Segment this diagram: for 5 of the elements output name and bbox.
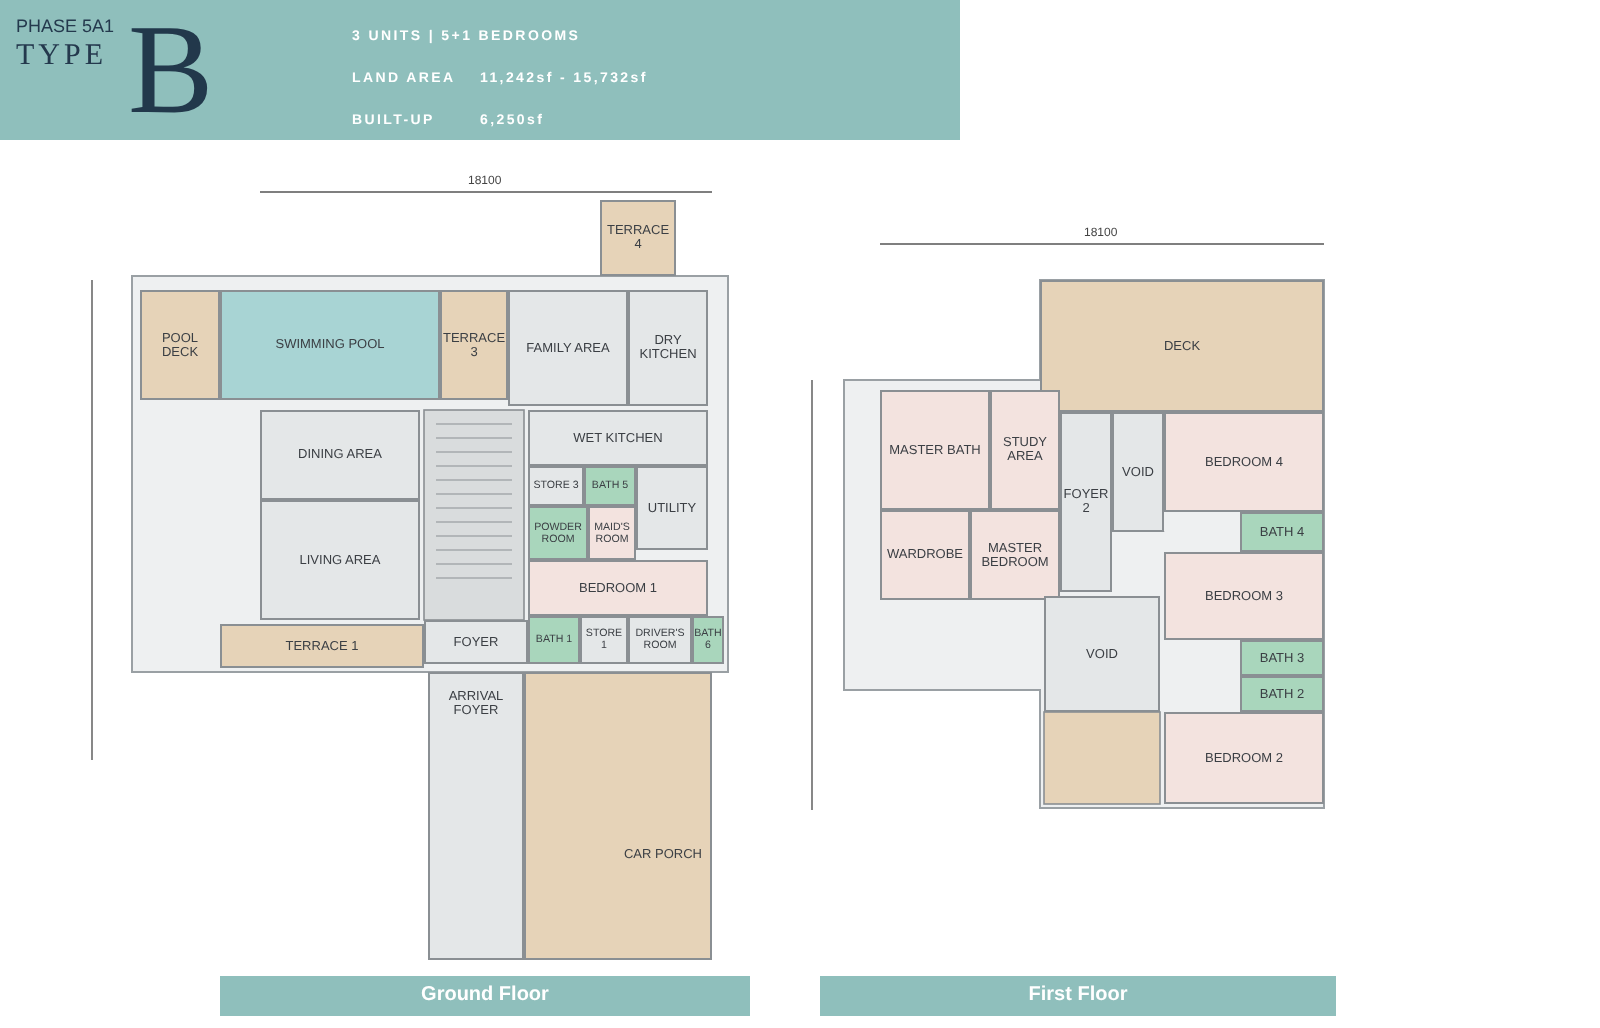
type-label: TYPE	[16, 40, 107, 74]
floor-title-banner: Ground Floor	[220, 976, 750, 1016]
phase-label: PHASE 5A1	[16, 16, 115, 36]
type-letter: B	[128, 0, 214, 140]
floor-title-banner: First Floor	[820, 976, 1336, 1016]
